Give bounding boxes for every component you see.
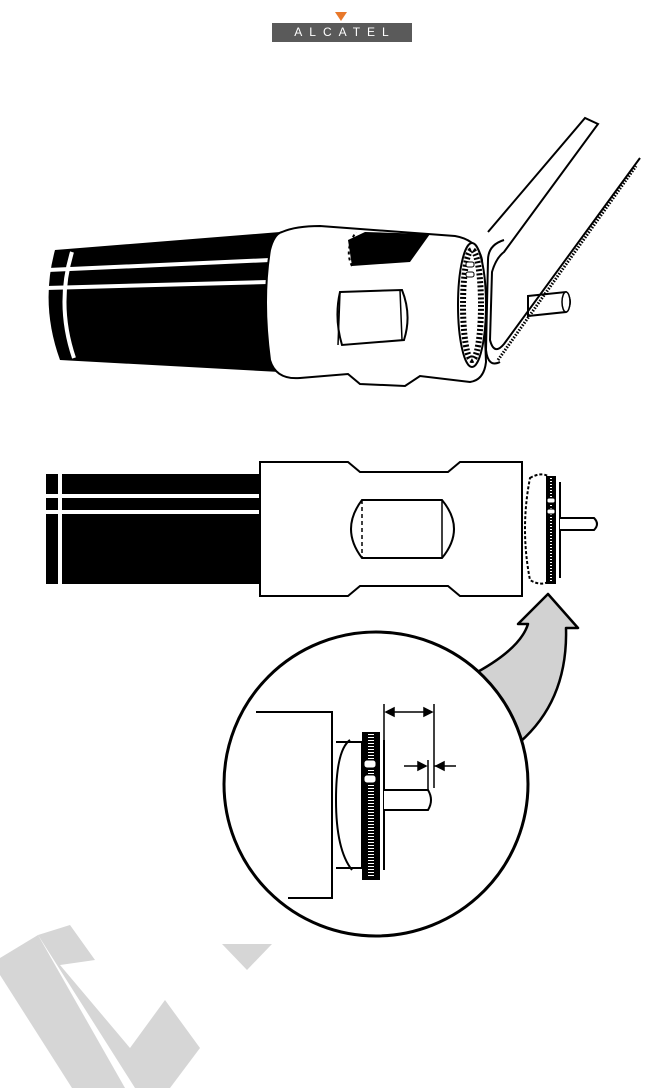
saw-blade-icon (486, 118, 640, 364)
nut-clearance-detail (224, 632, 528, 936)
connector-side-view (46, 462, 597, 596)
connector-with-saw-perspective (46, 118, 640, 386)
watermark (0, 925, 272, 1088)
